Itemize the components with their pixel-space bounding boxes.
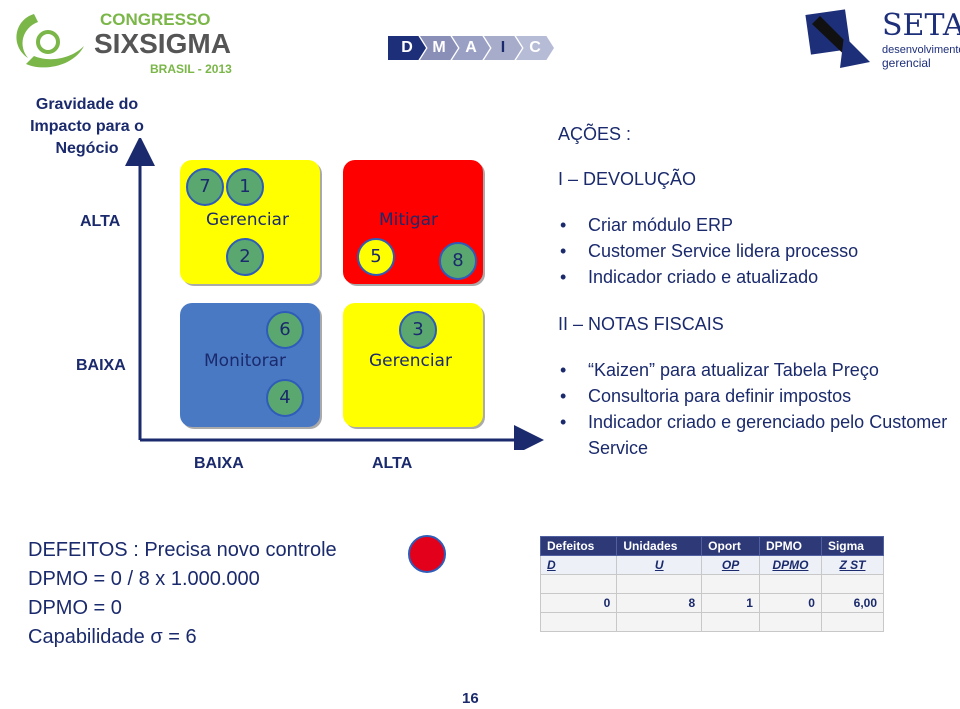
sigma-table: Defeitos Unidades Oport DPMO Sigma D U O… (539, 536, 885, 632)
table-header-cell: DPMO (758, 536, 822, 556)
table-header-cell: Sigma (820, 536, 885, 556)
dmaic-step-label: C (529, 39, 541, 56)
table-symbol-row: D U OP DPMO Z ST (539, 555, 885, 575)
table-cell: 6,00 (820, 593, 885, 613)
matrix-axes (125, 138, 544, 450)
defects-line2: DPMO = 0 / 8 x 1.000.000 (28, 568, 260, 590)
list-item: Indicador criado e gerenciado pelo Custo… (558, 409, 958, 461)
seta-logo: SETA desenvolvimento gerencial (800, 6, 960, 74)
dmaic-step-label: D (401, 39, 413, 56)
table-header-cell: Oport (701, 536, 760, 556)
logo-line2: SIXSIGMA (94, 28, 231, 59)
x-label-low: BAIXA (194, 455, 244, 472)
defects-block: DEFEITOS : Precisa novo controle DPMO = … (28, 536, 337, 652)
dmaic-step: C (516, 36, 554, 60)
seta-logo-icon (805, 9, 870, 68)
seta-line3: gerencial (882, 56, 931, 70)
actions-title: AÇÕES : (558, 124, 632, 144)
table-header-row: Defeitos Unidades Oport DPMO Sigma (539, 536, 885, 556)
quadrant-label: Mitigar (379, 210, 438, 230)
table-cell: D (539, 555, 618, 575)
page-number: 16 (462, 690, 479, 707)
table-cell: 0 (758, 593, 822, 613)
table-cell: OP (701, 555, 760, 575)
sixsigma-logo: CONGRESSO SIXSIGMA BRASIL - 2013 (4, 6, 234, 78)
dmaic-step: D (388, 36, 426, 60)
y-axis-title: Gravidade do Impacto para o Negócio (30, 96, 144, 157)
defects-line4: Capabilidade σ = 6 (28, 626, 197, 648)
quadrant-bottom-left: 6 Monitorar 4 (180, 303, 320, 427)
table-empty-row (539, 612, 885, 632)
table-cell: 0 (539, 593, 618, 613)
quadrant-top-right: Mitigar 5 8 (343, 160, 483, 284)
logo-line3: BRASIL - 2013 (150, 62, 232, 76)
seta-line1: SETA (882, 8, 960, 43)
section1-title: I – DEVOLUÇÃO (558, 169, 697, 189)
seta-line2: desenvolvimento (882, 44, 960, 56)
x-label-high: ALTA (372, 455, 413, 472)
item-circle: 7 (186, 168, 224, 206)
section2-title: II – NOTAS FISCAIS (558, 314, 724, 334)
section2-list: “Kaizen” para atualizar Tabela Preço Con… (558, 357, 958, 461)
item-circle: 4 (266, 379, 304, 417)
table-row: 0 8 1 0 6,00 (539, 593, 885, 613)
list-item: Consultoria para definir impostos (558, 383, 958, 409)
y-label-high: ALTA (80, 213, 121, 230)
quadrant-top-left: 7 1 Gerenciar 2 (180, 160, 320, 284)
dmaic-step: A (452, 36, 490, 60)
defects-line1: DEFEITOS : Precisa novo controle (28, 539, 337, 561)
list-item: Criar módulo ERP (558, 212, 958, 238)
quadrant-label: Gerenciar (206, 210, 289, 230)
y-label-low: BAIXA (76, 357, 126, 374)
list-item: “Kaizen” para atualizar Tabela Preço (558, 357, 958, 383)
item-circle: 8 (439, 242, 477, 280)
dmaic-step-label: M (432, 39, 446, 56)
dmaic-step-label: A (465, 39, 477, 56)
dmaic-step-label: I (500, 39, 506, 56)
red-status-dot (408, 535, 446, 573)
table-cell: 1 (701, 593, 760, 613)
item-circle: 3 (399, 311, 437, 349)
logo-line1: CONGRESSO (100, 10, 211, 29)
sixsigma-logo-icon (16, 14, 84, 68)
item-circle: 6 (266, 311, 304, 349)
table-cell: 8 (616, 593, 703, 613)
table-empty-row (539, 574, 885, 594)
table-header-cell: Unidades (616, 536, 703, 556)
list-item: Indicador criado e atualizado (558, 264, 958, 290)
quadrant-label: Monitorar (204, 351, 287, 371)
item-circle: 2 (226, 238, 264, 276)
item-circle: 1 (226, 168, 264, 206)
quadrant-bottom-right: 3 Gerenciar (343, 303, 483, 427)
table-cell: Z ST (820, 555, 885, 575)
table-cell: DPMO (758, 555, 822, 575)
defects-line3: DPMO = 0 (28, 597, 122, 619)
list-item: Customer Service lidera processo (558, 238, 958, 264)
quadrant-label: Gerenciar (369, 351, 452, 371)
table-cell: U (616, 555, 703, 575)
table-header-cell: Defeitos (539, 536, 618, 556)
item-circle: 5 (357, 238, 395, 276)
actions-panel: AÇÕES : I – DEVOLUÇÃO Criar módulo ERP C… (558, 124, 958, 461)
section1-list: Criar módulo ERP Customer Service lidera… (558, 212, 958, 290)
dmaic-step: M (420, 36, 458, 60)
